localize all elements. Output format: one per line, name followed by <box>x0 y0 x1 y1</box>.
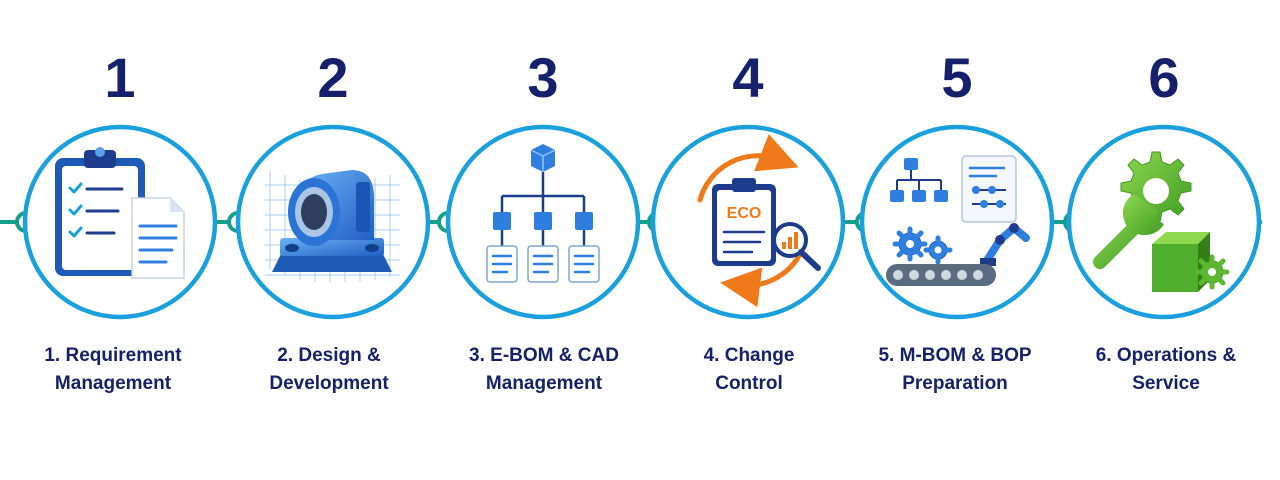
bom-tree-icon <box>486 144 600 283</box>
step-number-1: 1 <box>104 46 136 109</box>
step-label-line: Management <box>54 373 172 394</box>
step-label-line: 1. Requirement <box>44 345 182 366</box>
step-label-line: 2. Design & <box>277 345 381 366</box>
step-label-line: 6. Operations & <box>1095 345 1237 366</box>
step-label-line: 4. Change <box>703 345 795 366</box>
step-number-4: 4 <box>732 46 764 109</box>
eco-text: ECO <box>727 205 762 222</box>
step-label-line: Development <box>269 373 389 394</box>
cad-part-icon <box>265 170 400 282</box>
step-label-line: 5. M-BOM & BOP <box>878 345 1032 366</box>
step-number-2: 2 <box>317 46 349 109</box>
step-number-5: 5 <box>941 46 973 109</box>
clipboard-checklist-icon <box>55 147 185 279</box>
step-label-1: 1. Requirement Management <box>13 342 213 398</box>
step-label-5: 5. M-BOM & BOP Preparation <box>855 342 1055 398</box>
eco-change-icon: ECO <box>697 134 821 308</box>
step-ring-5 <box>859 124 1055 320</box>
step-label-line: 3. E-BOM & CAD <box>469 345 619 366</box>
step-label-line: Control <box>715 373 783 394</box>
step-number-3: 3 <box>527 46 559 109</box>
step-label-4: 4. Change Control <box>649 342 849 398</box>
manufacturing-line-icon <box>886 155 1030 286</box>
step-label-line: Service <box>1132 373 1200 394</box>
step-label-3: 3. E-BOM & CAD Management <box>444 342 644 398</box>
step-number-6: 6 <box>1148 46 1180 109</box>
step-label-6: 6. Operations & Service <box>1066 342 1266 398</box>
step-label-2: 2. Design & Development <box>229 342 429 398</box>
step-label-line: Preparation <box>902 373 1008 394</box>
service-tools-icon <box>1093 151 1230 292</box>
step-label-line: Management <box>485 373 603 394</box>
